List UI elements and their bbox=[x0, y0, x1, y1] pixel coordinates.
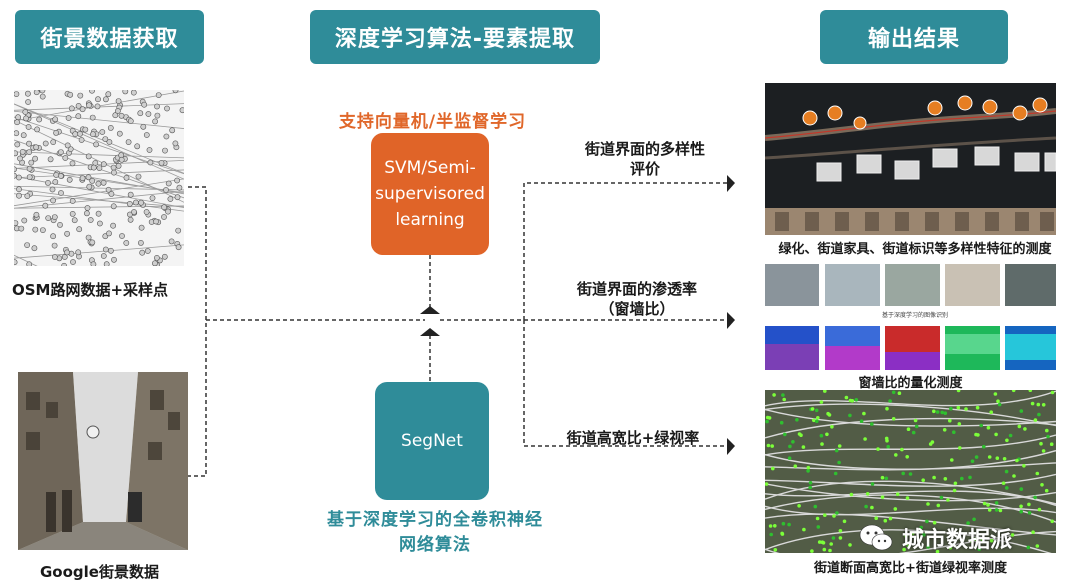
watermark: 城市数据派 bbox=[858, 520, 1012, 556]
header-algorithm: 深度学习算法-要素提取 bbox=[310, 10, 600, 64]
diversity-result-image bbox=[765, 83, 1056, 235]
segnet-method-label-line-2: 网络算法 bbox=[399, 535, 471, 555]
window-wall-result-image: 基于深度学习的图像识别 bbox=[765, 264, 1056, 370]
street-section-map-graphic bbox=[765, 390, 1056, 553]
diversity-caption: 绿化、街道家具、街道标识等多样性特征的测度 bbox=[778, 242, 1052, 257]
osm-caption: OSM路网数据+采样点 bbox=[12, 281, 169, 299]
google-street-view-caption: Google街景数据 bbox=[40, 563, 159, 581]
header-output: 输出结果 bbox=[820, 10, 1008, 64]
arrow-right-icon-bottom bbox=[727, 438, 735, 455]
street-section-caption: 街道断面高宽比+街道绿视率测度 bbox=[814, 561, 1007, 576]
street-section-result-image bbox=[765, 390, 1056, 553]
segmentation-graphic: 基于深度学习的图像识别 bbox=[765, 264, 1056, 370]
street-photo-graphic bbox=[18, 372, 188, 550]
window-wall-caption: 窗墙比的量化测度 bbox=[858, 376, 963, 391]
output-diversity-line-2: 评价 bbox=[629, 160, 660, 178]
wechat-icon bbox=[859, 524, 893, 551]
output-permeability-line-2: （窗墙比） bbox=[599, 300, 675, 318]
output-diversity-label: 街道界面的多样性 评价 bbox=[570, 139, 720, 179]
header-data-acquisition: 街景数据获取 bbox=[15, 10, 204, 64]
segmentation-strip-label: 基于深度学习的图像识别 bbox=[882, 311, 948, 319]
svm-box-line-2: supervisored bbox=[375, 184, 485, 204]
svm-box-line-1: SVM/Semi- bbox=[384, 158, 476, 178]
segnet-box-text: SegNet bbox=[401, 431, 463, 451]
segnet-box: SegNet bbox=[375, 382, 489, 500]
output-diversity-line-1: 街道界面的多样性 bbox=[584, 140, 705, 158]
svm-box: SVM/Semi- supervisored learning bbox=[371, 133, 489, 255]
svm-box-line-3: learning bbox=[395, 210, 465, 230]
output-permeability-line-1: 街道界面的渗透率 bbox=[576, 280, 697, 298]
google-street-view-photo bbox=[18, 372, 188, 550]
output-ratio-label: 街道高宽比+绿视率 bbox=[566, 429, 700, 447]
osm-road-network-image bbox=[11, 87, 186, 337]
input-bracket bbox=[188, 186, 207, 477]
segnet-method-label: 基于深度学习的全卷积神经 网络算法 bbox=[310, 508, 560, 558]
arrow-right-icon-top bbox=[727, 175, 735, 192]
watermark-text: 城市数据派 bbox=[902, 528, 1013, 553]
down-arrow-icon bbox=[420, 306, 440, 314]
diversity-map-graphic bbox=[765, 83, 1056, 235]
osm-map-graphic bbox=[11, 87, 186, 337]
output-permeability-label: 街道界面的渗透率 （窗墙比） bbox=[562, 279, 712, 319]
up-arrow-icon bbox=[420, 328, 440, 336]
arrow-right-icon-middle bbox=[727, 312, 735, 329]
svm-method-label: 支持向量机/半监督学习 bbox=[338, 112, 527, 132]
segnet-method-label-line-1: 基于深度学习的全卷积神经 bbox=[327, 510, 543, 530]
